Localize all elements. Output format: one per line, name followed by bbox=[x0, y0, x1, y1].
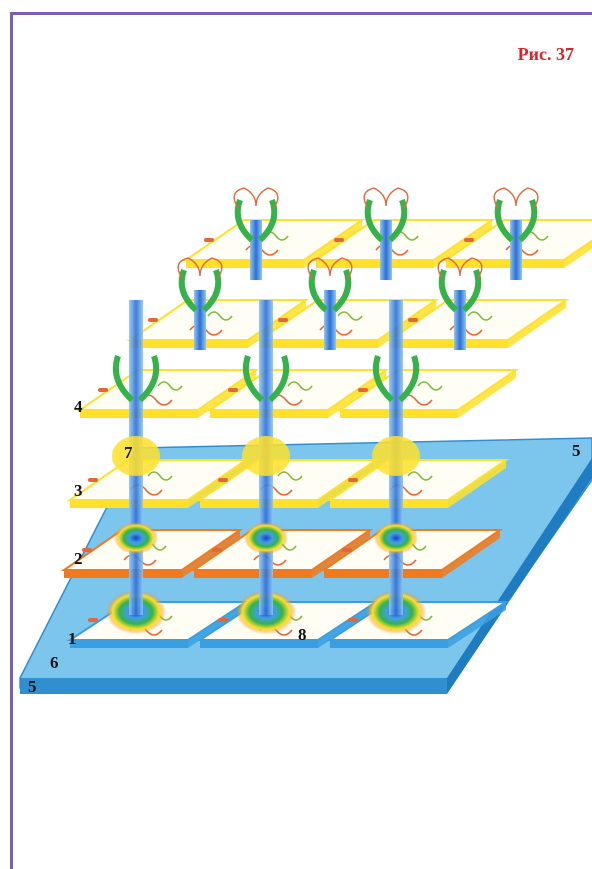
layer-3-tile-3 bbox=[326, 459, 510, 508]
flow-columns bbox=[106, 187, 539, 634]
flow-column-3 bbox=[366, 300, 426, 634]
label-6: 6 bbox=[50, 653, 59, 672]
layer-3-tile-1 bbox=[66, 459, 250, 508]
layer-3-tile-2 bbox=[196, 459, 380, 508]
label-1: 1 bbox=[68, 629, 77, 648]
label-3: 3 bbox=[74, 481, 83, 500]
layer-2-tile-3 bbox=[320, 529, 504, 578]
layer-5-tile-3 bbox=[386, 299, 570, 348]
layer-4-tile-3 bbox=[336, 369, 520, 418]
upper-flow-2-3 bbox=[437, 257, 483, 350]
layer-6-tile-1 bbox=[182, 219, 366, 268]
upper-flow-2-1 bbox=[177, 257, 223, 350]
upper-flow-2-2 bbox=[307, 257, 353, 350]
layer-6-tile-2 bbox=[312, 219, 496, 268]
upper-flow-1-2 bbox=[363, 187, 409, 280]
label-2: 2 bbox=[74, 549, 83, 568]
upper-flow-1-1 bbox=[233, 187, 279, 280]
layer-2-tile-2 bbox=[190, 529, 374, 578]
page-frame bbox=[10, 12, 592, 869]
flow-column-1 bbox=[106, 300, 166, 634]
flow-column-2 bbox=[236, 300, 296, 634]
label-4: 4 bbox=[74, 397, 83, 416]
label-8: 8 bbox=[298, 625, 307, 644]
label-5-top: 5 bbox=[572, 441, 581, 460]
figure-caption: Рис. 37 bbox=[517, 44, 574, 64]
label-5-bottom: 5 bbox=[28, 677, 37, 696]
upper-flow-1-3 bbox=[493, 187, 539, 280]
label-7: 7 bbox=[124, 443, 133, 462]
layer-4-tile-2 bbox=[206, 369, 390, 418]
